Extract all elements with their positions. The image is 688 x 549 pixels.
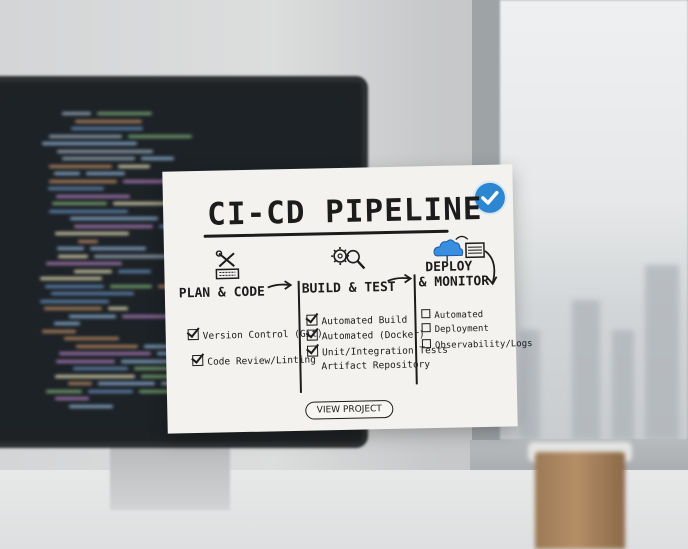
code-line xyxy=(42,329,76,333)
column-heading-build-test: BUILD & TEST xyxy=(301,279,396,297)
code-line xyxy=(73,367,128,370)
code-line xyxy=(74,224,153,228)
code-line xyxy=(57,149,153,153)
code-line xyxy=(55,232,129,235)
checkmark-badge-icon xyxy=(474,182,506,214)
code-line xyxy=(49,209,128,213)
view-project-button[interactable]: VIEW PROJECT xyxy=(305,399,394,420)
list-item: Artifact Repository xyxy=(321,359,431,373)
monitor-stand xyxy=(110,440,230,510)
code-line xyxy=(88,389,133,393)
checked-box-icon xyxy=(192,354,204,367)
code-line xyxy=(52,202,107,205)
code-line xyxy=(71,127,143,130)
code-line xyxy=(46,262,122,265)
code-line xyxy=(49,164,112,168)
code-line xyxy=(69,404,113,408)
code-line xyxy=(40,277,102,280)
code-line xyxy=(56,359,115,363)
code-line xyxy=(144,344,173,348)
code-line xyxy=(45,284,104,288)
card-title: CI-CD PIPELINE xyxy=(206,191,483,233)
code-line xyxy=(46,389,82,393)
code-line xyxy=(58,254,88,258)
checked-box-icon xyxy=(187,328,199,341)
distant-building xyxy=(612,330,634,440)
code-line xyxy=(51,292,134,295)
distant-building xyxy=(572,300,600,440)
code-line xyxy=(56,194,130,198)
code-line xyxy=(55,374,135,378)
list-item: Automated Build xyxy=(306,313,407,328)
list-item: Automated xyxy=(421,308,483,321)
empty-box-icon xyxy=(421,309,431,319)
code-line xyxy=(69,314,116,318)
tools-keyboard-icon xyxy=(214,250,241,285)
code-line xyxy=(97,112,152,115)
code-line xyxy=(141,157,174,160)
arrow-right-icon xyxy=(266,277,294,297)
code-line xyxy=(64,337,119,340)
checked-box-icon xyxy=(306,345,319,357)
code-line xyxy=(94,254,185,258)
code-line xyxy=(86,172,125,175)
ci-cd-note-card: CI-CD PIPELINE PLAN & CODE Version Contr… xyxy=(162,164,533,434)
list-item: Observability/Logs xyxy=(421,337,533,351)
code-line xyxy=(118,269,151,273)
code-line xyxy=(110,284,152,288)
code-line xyxy=(75,119,142,123)
column-heading-plan-code: PLAN & CODE xyxy=(178,284,266,302)
code-line xyxy=(76,344,138,348)
code-line xyxy=(49,179,117,183)
code-line xyxy=(59,352,151,355)
code-line xyxy=(121,359,203,363)
code-line xyxy=(57,247,84,250)
code-line xyxy=(40,299,109,303)
checked-box-icon xyxy=(306,314,318,326)
code-line xyxy=(48,187,104,190)
code-line xyxy=(90,247,146,250)
distant-building xyxy=(520,330,540,440)
gears-magnifier-icon xyxy=(331,243,370,278)
code-line xyxy=(98,382,155,385)
code-line xyxy=(55,397,89,400)
code-line xyxy=(118,164,150,168)
empty-box-icon xyxy=(421,323,431,333)
list-item: Version Control (Git) xyxy=(187,326,323,342)
distant-building xyxy=(645,265,679,440)
coffee-cup xyxy=(535,452,625,549)
code-line xyxy=(54,172,80,175)
list-item: Code Review/Linting xyxy=(192,353,316,369)
column-heading-monitor: & MONITOR xyxy=(418,273,490,291)
empty-box-icon xyxy=(421,339,432,349)
code-line xyxy=(113,202,168,205)
code-line xyxy=(54,322,80,325)
code-line xyxy=(44,307,102,310)
code-line xyxy=(62,112,91,115)
list-item: Deployment xyxy=(421,322,489,335)
code-line xyxy=(68,382,92,385)
list-item: Automated (Docker) xyxy=(306,327,425,342)
code-line xyxy=(78,239,98,243)
code-line xyxy=(108,307,128,310)
code-line xyxy=(122,314,199,318)
checked-box-icon xyxy=(306,329,318,341)
column-heading-deploy: DEPLOY xyxy=(425,259,473,276)
code-line xyxy=(62,157,135,160)
code-line xyxy=(42,142,137,145)
code-line xyxy=(70,217,158,220)
arrow-right-icon xyxy=(385,270,413,290)
code-line xyxy=(74,269,112,273)
cloud-dashboard-icon xyxy=(432,233,503,298)
code-line xyxy=(49,134,122,138)
code-line xyxy=(128,134,192,138)
